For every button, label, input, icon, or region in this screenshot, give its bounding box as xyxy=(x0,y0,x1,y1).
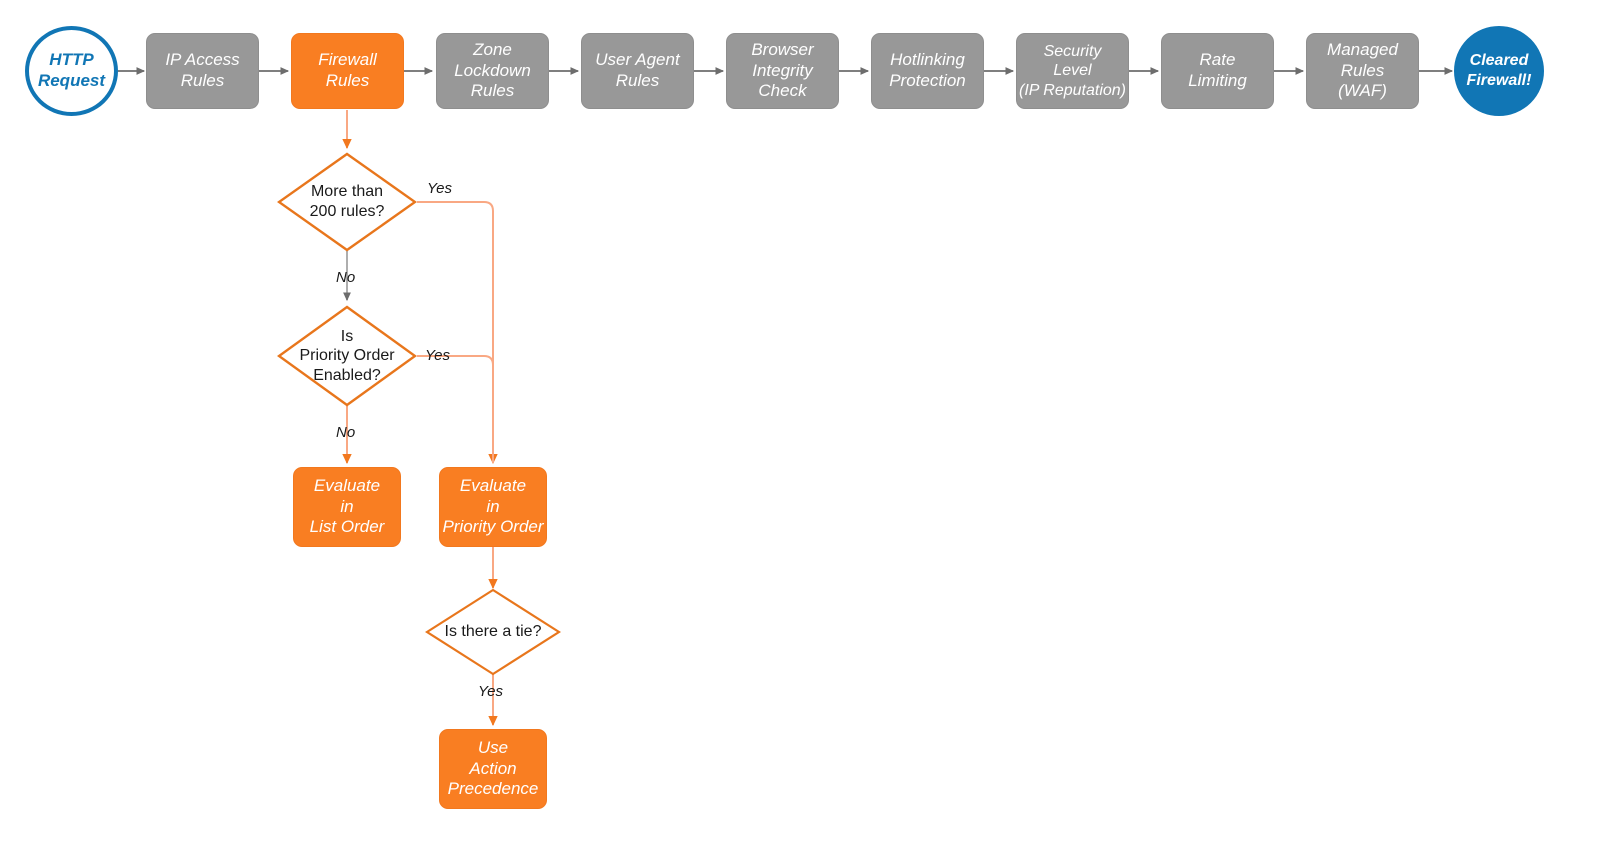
node-browser-integrity-check[interactable]: Browser Integrity Check xyxy=(726,33,839,109)
node-ip-access-rules-label: IP Access Rules xyxy=(165,50,240,90)
node-cleared-firewall-label: Cleared Firewall! xyxy=(1466,52,1532,89)
node-firewall-rules[interactable]: Firewall Rules xyxy=(291,33,404,109)
node-zone-lockdown-rules-label: Zone Lockdown Rules xyxy=(454,39,531,101)
node-evaluate-priority-order-label: Evaluate in Priority Order xyxy=(442,475,544,537)
node-managed-rules-waf-label: Managed Rules (WAF) xyxy=(1327,39,1398,101)
edge-label-priority-order-no: No xyxy=(336,424,356,441)
node-evaluate-list-order-label: Evaluate in List Order xyxy=(309,475,385,537)
edge-priority-order-yes xyxy=(417,355,494,463)
node-http-request[interactable]: HTTP Request xyxy=(25,26,118,116)
edge-label-more-than-200-yes: Yes xyxy=(427,180,453,197)
node-user-agent-rules-label: User Agent Rules xyxy=(595,50,680,90)
node-browser-integrity-check-label: Browser Integrity Check xyxy=(751,39,814,101)
node-priority-order-enabled-label: Is Priority Order Enabled? xyxy=(299,327,395,384)
node-use-action-precedence[interactable]: Use Action Precedence xyxy=(439,729,547,809)
diamond-shape xyxy=(277,305,417,407)
node-hotlinking-protection-label: Hotlinking Protection xyxy=(889,50,966,90)
node-ip-access-rules[interactable]: IP Access Rules xyxy=(146,33,259,109)
node-firewall-rules-label: Firewall Rules xyxy=(318,50,377,90)
node-use-action-precedence-label: Use Action Precedence xyxy=(447,737,539,799)
edge-label-tie-yes: Yes xyxy=(478,683,504,700)
node-http-request-label: HTTP Request xyxy=(37,50,106,90)
node-security-level-label: Security Level (IP Reputation) xyxy=(1018,42,1126,99)
node-cleared-firewall[interactable]: Cleared Firewall! xyxy=(1454,26,1544,116)
node-managed-rules-waf[interactable]: Managed Rules (WAF) xyxy=(1306,33,1419,109)
node-more-than-200-rules-label: More than 200 rules? xyxy=(309,183,385,220)
node-security-level[interactable]: Security Level (IP Reputation) xyxy=(1016,33,1129,109)
diamond-shape xyxy=(425,588,561,676)
node-user-agent-rules[interactable]: User Agent Rules xyxy=(581,33,694,109)
node-zone-lockdown-rules[interactable]: Zone Lockdown Rules xyxy=(436,33,549,109)
node-is-there-a-tie[interactable]: Is there a tie? xyxy=(425,588,561,676)
node-hotlinking-protection[interactable]: Hotlinking Protection xyxy=(871,33,984,109)
edge-more-than-200-yes xyxy=(417,201,498,464)
node-rate-limiting[interactable]: Rate Limiting xyxy=(1161,33,1274,109)
edge-label-more-than-200-no: No xyxy=(336,269,356,286)
node-is-there-a-tie-label: Is there a tie? xyxy=(444,623,542,641)
edge-label-priority-order-yes: Yes xyxy=(425,347,451,364)
node-evaluate-list-order[interactable]: Evaluate in List Order xyxy=(293,467,401,547)
node-priority-order-enabled[interactable]: Is Priority Order Enabled? xyxy=(277,305,417,407)
node-more-than-200-rules[interactable]: More than 200 rules? xyxy=(277,152,417,252)
diamond-shape xyxy=(277,152,417,252)
node-evaluate-priority-order[interactable]: Evaluate in Priority Order xyxy=(439,467,547,547)
node-rate-limiting-label: Rate Limiting xyxy=(1188,50,1247,90)
